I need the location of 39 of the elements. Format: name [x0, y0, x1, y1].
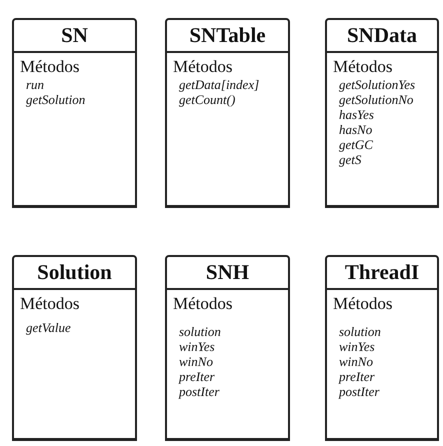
method-name: getSolutionYes	[339, 77, 416, 92]
section-heading: Métodos	[173, 294, 232, 314]
method-name: getData[index]	[179, 77, 260, 92]
class-box	[165, 255, 290, 441]
section-heading: Métodos	[20, 57, 80, 77]
section-heading: Métodos	[20, 294, 80, 314]
section-heading: Métodos	[173, 57, 232, 77]
method-name: postIter	[339, 384, 380, 399]
method-name: run	[26, 77, 44, 92]
method-name: preIter	[179, 369, 215, 384]
class-name: SNTable	[167, 20, 288, 53]
method-name: winYes	[179, 339, 215, 354]
class-box	[325, 255, 439, 441]
class-name: SNData	[327, 20, 437, 53]
method-name: winNo	[179, 354, 213, 369]
method-name: getCount()	[179, 92, 236, 107]
class-name: SNH	[167, 257, 288, 290]
class-box	[12, 255, 137, 441]
method-name: solution	[179, 324, 221, 339]
class-name: Solution	[14, 257, 135, 290]
method-name: postIter	[179, 384, 220, 399]
method-name: preIter	[339, 369, 375, 384]
class-box	[165, 18, 290, 208]
method-name: getS	[339, 152, 362, 167]
method-name: solution	[339, 324, 381, 339]
class-name: ThreadI	[327, 257, 437, 290]
method-name: hasYes	[339, 107, 374, 122]
method-name: getGC	[339, 137, 373, 152]
class-name: SN	[14, 20, 135, 53]
class-box	[12, 18, 137, 208]
section-heading: Métodos	[333, 294, 392, 314]
method-name: winYes	[339, 339, 375, 354]
method-name: getValue	[26, 320, 71, 335]
section-heading: Métodos	[333, 57, 392, 77]
method-name: winNo	[339, 354, 373, 369]
class-box	[325, 18, 439, 208]
method-name: getSolution	[26, 92, 86, 107]
method-name: hasNo	[339, 122, 372, 137]
method-name: getSolutionNo	[339, 92, 414, 107]
